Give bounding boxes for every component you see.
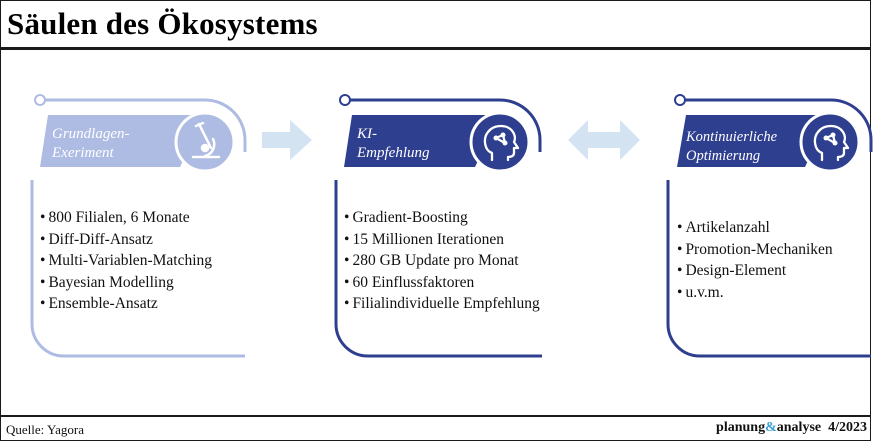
pillar-start-dot <box>339 94 351 106</box>
pillar-icon-circle <box>174 111 236 173</box>
brand-logo: planung&analyse 4/2023 <box>716 420 867 436</box>
pillar-grundlagen <box>30 94 247 358</box>
list-item: Gradient-Boosting <box>344 207 540 229</box>
pillar-start-dot <box>674 94 686 106</box>
pillar-heading: KI- Empfehlung <box>357 125 430 163</box>
source-note: Quelle: Yagora <box>6 422 84 437</box>
pillar-bullet-list: Artikelanzahl Promotion-Mechaniken Desig… <box>677 217 833 304</box>
pillar-arc <box>685 98 873 152</box>
list-item: Diff-Diff-Ansatz <box>40 229 212 251</box>
list-item: 15 Millionen Iterationen <box>344 229 540 251</box>
pillar-heading-banner <box>677 115 830 167</box>
pillar-frame <box>30 180 245 358</box>
list-item: Design-Element <box>677 260 833 282</box>
brand-name-part: planung <box>716 420 766 435</box>
pillar-bullet-list: 800 Filialen, 6 Monate Diff-Diff-Ansatz … <box>40 207 212 315</box>
list-item: 280 GB Update pro Monat <box>344 250 540 272</box>
pillar-arc <box>350 98 542 152</box>
list-item: Filialindividuelle Empfehlung <box>344 293 539 315</box>
brand-name-part: analyse <box>776 420 822 435</box>
list-item: Artikelanzahl <box>677 217 833 239</box>
brain-head-icon <box>483 124 520 162</box>
list-item: Promotion-Mechaniken <box>677 239 832 261</box>
pillar-heading-line: Grundlagen- <box>52 126 130 142</box>
ecosystem-diagram <box>30 94 873 358</box>
pillar-frame <box>666 180 871 358</box>
list-item: Ensemble-Ansatz <box>40 293 212 315</box>
pillar-icon-circle <box>469 111 531 173</box>
list-item: Bayesian Modelling <box>40 272 212 294</box>
pillar-frame <box>334 180 542 358</box>
pillar-heading-line: Empfehlung <box>357 145 430 161</box>
pillar-icon-circle <box>799 111 861 173</box>
pillar-bullet-list: Gradient-Boosting 15 Millionen Iteration… <box>344 207 540 315</box>
page-title: Säulen des Ökosystems <box>7 6 318 41</box>
footer-divider <box>0 415 871 417</box>
arrow-double-icon <box>568 120 640 160</box>
pillar-optimierung <box>666 94 873 358</box>
pillar-heading-line: KI- <box>357 126 377 142</box>
list-item: 800 Filialen, 6 Monate <box>40 207 212 229</box>
microscope-icon <box>191 121 221 159</box>
pillar-heading-banner <box>344 115 500 167</box>
brain-head-icon <box>813 124 850 162</box>
brand-ampersand: & <box>765 420 777 435</box>
list-item: 60 Einflussfaktoren <box>344 272 540 294</box>
list-item: Multi-Variablen-Matching <box>40 250 212 272</box>
arrow-right-icon <box>262 120 312 160</box>
pillar-heading-line: Optimierung <box>686 148 761 164</box>
pillar-heading-line: Exeriment <box>52 145 114 161</box>
issue-number: 4/2023 <box>828 420 867 435</box>
pillar-heading-line: Kontinuierliche <box>686 129 778 145</box>
pillar-heading-banner <box>40 115 205 167</box>
pillar-heading: Kontinuierliche Optimierung <box>686 128 777 166</box>
title-bar: Säulen des Ökosystems <box>0 0 871 50</box>
list-item: u.v.m. <box>677 282 833 304</box>
pillar-start-dot <box>34 94 46 106</box>
pillar-arc <box>45 98 247 152</box>
pillar-ki <box>334 94 542 358</box>
pillar-heading: Grundlagen- Exeriment <box>52 125 130 163</box>
